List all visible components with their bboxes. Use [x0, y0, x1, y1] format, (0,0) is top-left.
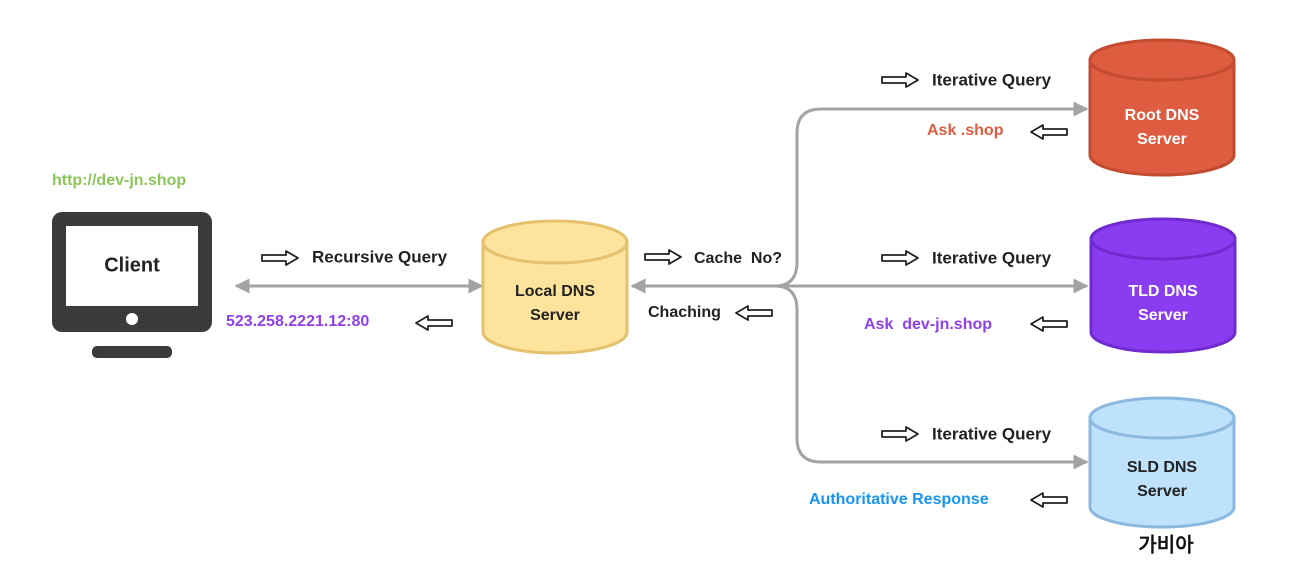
hub-root-connector: [774, 101, 1089, 288]
root-iterative-query-label: Iterative Query: [932, 70, 1052, 89]
resolved-ip-label: 523.258.2221.12:80: [226, 313, 369, 330]
sld-dns-server-cylinder: [1088, 396, 1236, 529]
root-dns-label-line2: Server: [1137, 131, 1187, 148]
left-arrow-icon: [1030, 124, 1068, 140]
sld-dns-label-line1: SLD DNS: [1127, 459, 1198, 476]
right-arrow-icon: [881, 426, 919, 442]
left-arrow-icon: [415, 315, 453, 331]
root-dns-server-cylinder: [1088, 38, 1236, 177]
sld-iterative-query-label: Iterative Query: [932, 424, 1052, 443]
right-arrow-icon: [261, 250, 299, 266]
left-arrow-icon: [1030, 316, 1068, 332]
watermark-label: 가비아: [1138, 533, 1194, 557]
tld-iterative-query-label: Iterative Query: [932, 248, 1052, 267]
authoritative-response-label: Authoritative Response: [809, 491, 989, 508]
tld-dns-label-line1: TLD DNS: [1128, 283, 1198, 300]
caching-label: Chaching: [648, 304, 721, 321]
left-arrow-icon: [1030, 492, 1068, 508]
tld-dns-server-cylinder: [1089, 217, 1237, 354]
local-dns-label-line1: Local DNS: [515, 283, 595, 300]
left-arrow-icon: [735, 305, 773, 321]
right-arrow-icon: [881, 250, 919, 266]
right-arrow-icon: [644, 249, 682, 265]
root-dns-label-line1: Root DNS: [1125, 107, 1200, 124]
right-arrow-icon: [881, 72, 919, 88]
cache-question-label: Cache No?: [694, 250, 782, 267]
tld-dns-label-line2: Server: [1138, 307, 1188, 324]
hub-sld-connector: [774, 284, 1089, 470]
local-dns-server-cylinder: [481, 219, 629, 355]
client-url: http://dev-jn.shop: [52, 172, 186, 189]
sld-dns-label-line2: Server: [1137, 483, 1187, 500]
recursive-query-label: Recursive Query: [312, 247, 448, 266]
client-label: Client: [104, 254, 160, 276]
local-dns-label-line2: Server: [530, 307, 580, 324]
root-answer-label: Ask .shop: [927, 122, 1004, 139]
monitor-icon: [52, 212, 212, 358]
tld-answer-label: Ask dev-jn.shop: [864, 316, 992, 333]
